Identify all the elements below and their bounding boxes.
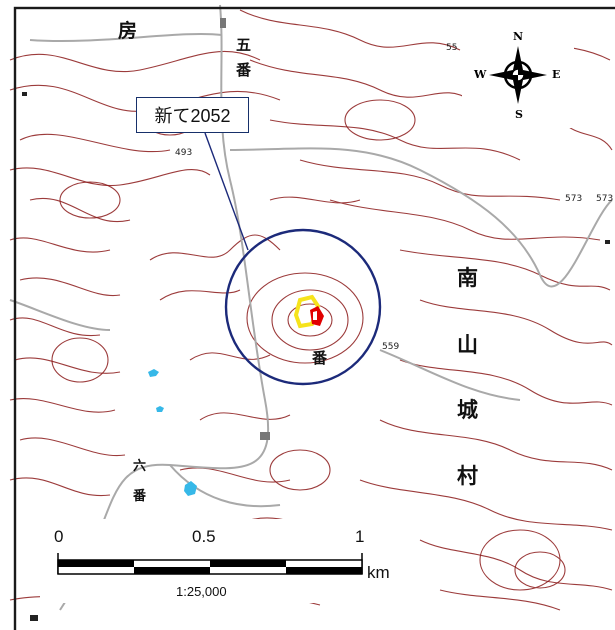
site-buffer-circle bbox=[224, 228, 382, 386]
elevation-label: 493 bbox=[175, 148, 192, 158]
scale-tick-0: 0 bbox=[54, 527, 64, 546]
elevation-label: 559 bbox=[382, 342, 399, 352]
scale-tick-1: 1 bbox=[355, 527, 365, 546]
compass-east: E bbox=[552, 68, 561, 81]
map-frame bbox=[13, 6, 615, 630]
place-label-ban-2: 番 bbox=[132, 488, 147, 504]
place-label-shiro: 城 bbox=[457, 397, 478, 422]
site-marker bbox=[293, 294, 324, 329]
place-label-minami: 南 bbox=[457, 265, 478, 290]
place-label-yama: 山 bbox=[457, 332, 478, 357]
scale-ratio: 1:25,000 bbox=[176, 584, 227, 599]
compass-icon bbox=[489, 46, 547, 104]
place-label-ban-1: 番 bbox=[235, 61, 252, 79]
place-label-go: 五 bbox=[236, 36, 251, 54]
compass-west: W bbox=[474, 68, 487, 81]
elevation-label: 573 bbox=[565, 194, 582, 204]
map-symbols bbox=[22, 18, 610, 621]
elevation-label: 55 bbox=[446, 43, 457, 53]
place-label-roku: 六 bbox=[133, 458, 146, 474]
scale-unit: km bbox=[367, 563, 390, 582]
elevation-label: 573 bbox=[596, 194, 613, 204]
compass-north: N bbox=[513, 30, 524, 43]
water-bodies bbox=[148, 369, 197, 496]
place-label-mura: 村 bbox=[457, 463, 478, 488]
scale-bar-graphic bbox=[57, 553, 363, 575]
site-callout-label: 新て2052 bbox=[136, 97, 249, 133]
place-label-ban-3: 番 bbox=[311, 349, 328, 367]
compass-south: S bbox=[515, 108, 523, 121]
place-label-bo: 房 bbox=[118, 19, 137, 42]
callout-leader-line bbox=[204, 132, 249, 251]
scale-bar: 0 0.5 1 km 1:25,000 bbox=[40, 519, 402, 603]
contour-lines bbox=[9, 9, 613, 611]
scale-tick-half: 0.5 bbox=[192, 527, 216, 546]
compass-rose: N S E W bbox=[462, 28, 574, 128]
